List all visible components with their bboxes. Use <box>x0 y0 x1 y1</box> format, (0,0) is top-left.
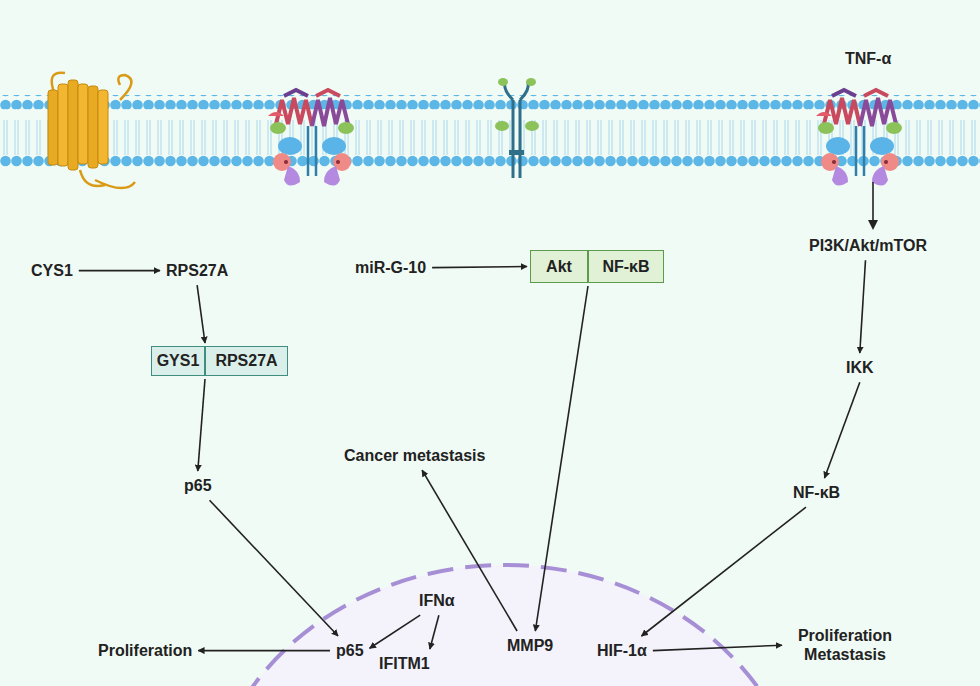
node-text: CYS1 <box>31 262 73 279</box>
node-text: PI3K/Akt/mTOR <box>809 237 927 254</box>
receptor <box>816 90 902 186</box>
signal-arrow <box>825 382 860 478</box>
node-text: GYS1 <box>157 351 200 370</box>
molecule-label: Proliferation Metastasis <box>785 624 905 666</box>
node-text: NF-κB <box>793 484 840 501</box>
complex-box: NF-κB <box>588 250 664 283</box>
molecule-label: PI3K/Akt/mTOR <box>806 234 930 257</box>
node-text: Akt <box>546 257 572 276</box>
molecule-label: miR-G-10 <box>352 256 429 279</box>
ligand-label: TNF-α <box>845 50 891 68</box>
signal-arrow <box>430 615 439 649</box>
molecule-label: HIF-1α <box>594 639 650 662</box>
molecule-label: MMP9 <box>504 634 556 657</box>
complex-box: Akt <box>530 250 588 283</box>
molecule-label: RPS27A <box>163 259 231 282</box>
node-text: IFITM1 <box>379 655 430 672</box>
signal-arrow <box>79 270 160 272</box>
arrow-head <box>868 220 878 230</box>
receptor <box>268 90 354 186</box>
signal-arrow <box>653 645 782 650</box>
node-text: p65 <box>184 477 212 494</box>
node-text: RPS27A <box>166 262 228 279</box>
node-text: p65 <box>336 642 364 659</box>
receptor <box>495 78 539 178</box>
molecule-label: NF-κB <box>790 481 843 504</box>
signal-arrow <box>197 285 205 343</box>
molecule-label: IFNα <box>416 589 458 612</box>
molecule-label: CYS1 <box>28 259 76 282</box>
signal-arrow <box>432 267 527 268</box>
complex-box: RPS27A <box>205 346 288 376</box>
signal-arrow <box>198 650 330 652</box>
node-text: miR-G-10 <box>355 259 426 276</box>
signal-arrow <box>860 260 866 353</box>
signal-arrow <box>872 182 874 222</box>
nucleus <box>205 565 805 686</box>
molecule-label: IFITM1 <box>376 652 433 675</box>
node-text: HIF-1α <box>597 642 647 659</box>
molecule-label: p65 <box>181 474 215 497</box>
node-text: MMP9 <box>507 637 553 654</box>
signal-arrow <box>198 379 205 471</box>
molecule-label: Cancer metastasis <box>341 444 488 467</box>
signal-arrow <box>641 507 805 636</box>
node-text: IFNα <box>419 592 455 609</box>
gpcr <box>48 73 135 188</box>
node-text: Proliferation <box>98 642 192 659</box>
node-text: IKK <box>846 359 874 376</box>
node-text: RPS27A <box>215 351 277 370</box>
molecule-label: p65 <box>333 639 367 662</box>
signal-arrow <box>535 286 588 631</box>
molecule-label: IKK <box>843 356 877 379</box>
signal-arrow <box>210 500 338 636</box>
signal-arrow <box>370 615 421 648</box>
node-text: Proliferation Metastasis <box>798 627 892 663</box>
molecule-label: Proliferation <box>95 639 195 662</box>
node-text: Cancer metastasis <box>344 447 485 464</box>
node-text: NF-κB <box>602 257 649 276</box>
complex-box: GYS1 <box>151 346 205 376</box>
